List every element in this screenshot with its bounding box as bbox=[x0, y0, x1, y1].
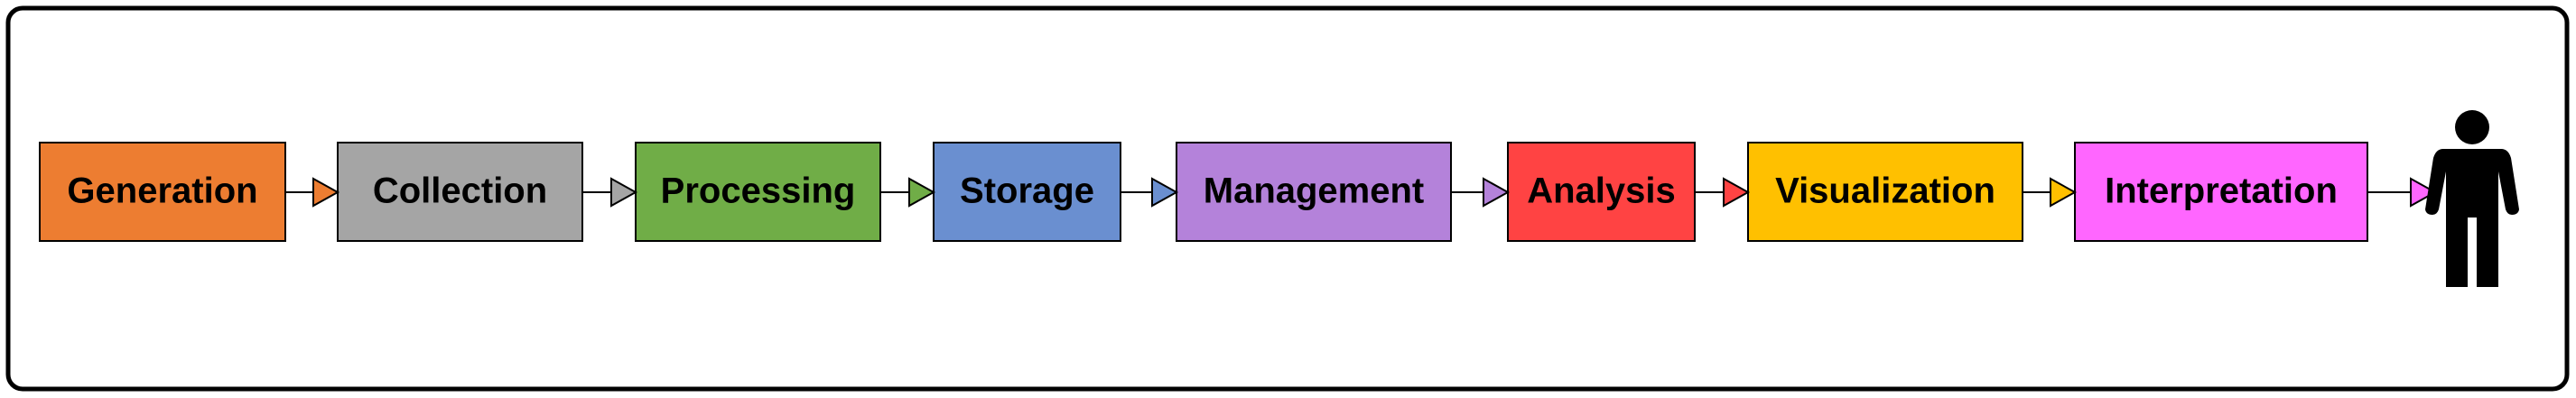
arrow-head bbox=[2410, 177, 2438, 208]
stages: Generation Collection Processing Storage Man… bbox=[39, 142, 2368, 242]
person-icon bbox=[2425, 110, 2519, 287]
arrow-head bbox=[908, 177, 936, 208]
stage-box bbox=[1176, 142, 1452, 242]
stage-box bbox=[933, 142, 1121, 242]
arrow-head bbox=[1723, 177, 1751, 208]
stage-box bbox=[1747, 142, 2023, 242]
arrow-head bbox=[1151, 177, 1179, 208]
arrow-connector bbox=[880, 177, 936, 208]
arrow-connector bbox=[1451, 177, 1511, 208]
stage-box bbox=[337, 142, 583, 242]
arrow-connector bbox=[582, 177, 638, 208]
stage-analysis: Analysis bbox=[1507, 142, 1696, 242]
stage-interpretation: Interpretation bbox=[2074, 142, 2368, 242]
arrow-connector bbox=[285, 177, 340, 208]
arrow-head bbox=[312, 177, 340, 208]
stage-label: Analysis bbox=[1527, 171, 1676, 211]
stage-generation: Generation bbox=[39, 142, 286, 242]
arrows bbox=[285, 177, 2438, 208]
arrow-connector bbox=[2023, 177, 2078, 208]
stage-management: Management bbox=[1176, 142, 1452, 242]
stage-label: Storage bbox=[960, 171, 1094, 211]
stage-box bbox=[39, 142, 286, 242]
arrow-head bbox=[1483, 177, 1511, 208]
stage-processing: Processing bbox=[635, 142, 881, 242]
stage-collection: Collection bbox=[337, 142, 583, 242]
arrow-head bbox=[2050, 177, 2078, 208]
arrow-connector bbox=[1695, 177, 1751, 208]
stage-box bbox=[635, 142, 881, 242]
stage-visualization: Visualization bbox=[1747, 142, 2023, 242]
stage-label: Processing bbox=[661, 171, 856, 211]
stage-box bbox=[1507, 142, 1696, 242]
stage-label: Interpretation bbox=[2105, 171, 2338, 211]
stage-label: Collection bbox=[373, 171, 547, 211]
arrow-connector bbox=[1121, 177, 1179, 208]
stage-label: Generation bbox=[67, 171, 257, 211]
arrow-connector bbox=[2367, 177, 2438, 208]
arrow-head bbox=[610, 177, 638, 208]
stage-label: Visualization bbox=[1775, 171, 1995, 211]
stage-label: Management bbox=[1204, 171, 1425, 211]
stage-storage: Storage bbox=[933, 142, 1121, 242]
